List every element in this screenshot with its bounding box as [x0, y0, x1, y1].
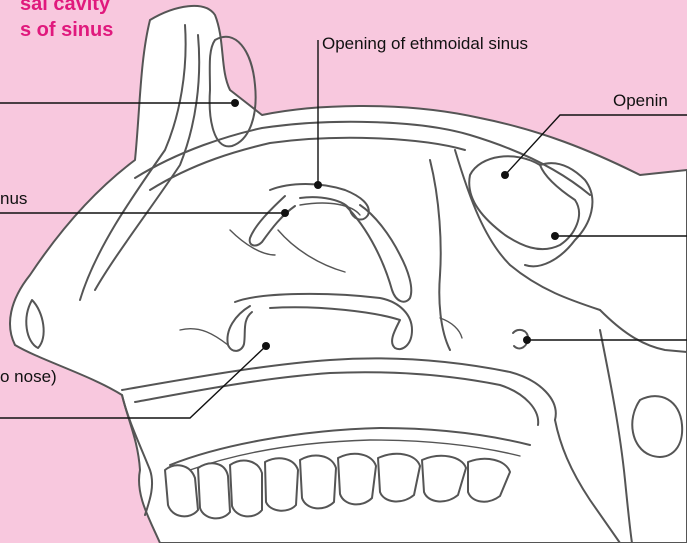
leader-frontal-sinus-dot	[231, 99, 239, 107]
leader-ethmoidal-dot	[314, 181, 322, 189]
label-opening-sphenoidal-partial: Openin	[613, 91, 668, 111]
leader-sphenoidal-dot	[501, 171, 509, 179]
label-sinus-partial: nus	[0, 189, 27, 209]
leader-eustachian-dot	[523, 336, 531, 344]
title-line-2: s of sinus	[20, 18, 113, 42]
label-nose-partial: o nose)	[0, 367, 57, 387]
leader-sphenoid-right-dot	[551, 232, 559, 240]
title-line-1: sal cavity	[20, 0, 110, 16]
leader-maxillary-dot	[281, 209, 289, 217]
leader-nasolacrimal-dot	[262, 342, 270, 350]
label-opening-ethmoidal-sinus: Opening of ethmoidal sinus	[322, 34, 528, 54]
